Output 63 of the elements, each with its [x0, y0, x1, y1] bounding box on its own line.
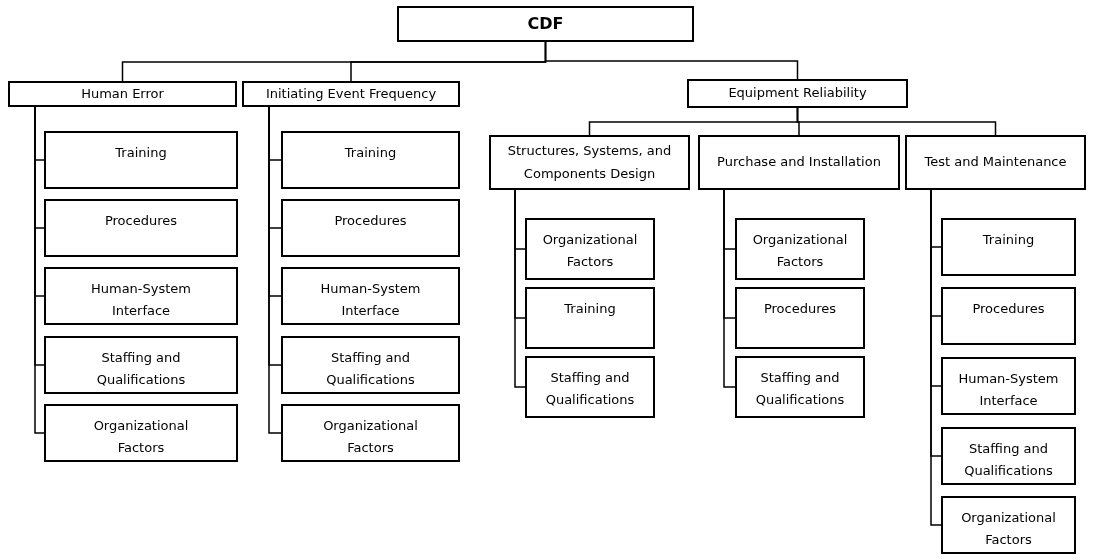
- org-box: [687, 79, 908, 108]
- box-label: Procedures: [763, 300, 837, 318]
- box-label: Human-System Interface: [957, 370, 1060, 411]
- org-box: [525, 218, 655, 280]
- box-label: Staffing and Qualifications: [963, 440, 1054, 481]
- box-label: CDF: [527, 13, 564, 36]
- box-label: Organizational Factors: [322, 417, 419, 458]
- org-box: [242, 81, 460, 107]
- org-box: [698, 135, 900, 190]
- box-label: Structures, Systems, and Components Design: [506, 142, 673, 183]
- org-box: [281, 336, 460, 394]
- connector-line: [514, 189, 526, 388]
- org-box: [525, 356, 655, 418]
- box-label: Staffing and Qualifications: [754, 369, 846, 410]
- box-label: Organizational Factors: [960, 509, 1057, 550]
- connector-line: [796, 107, 997, 136]
- org-box: [8, 81, 237, 107]
- org-box: [735, 287, 865, 349]
- box-label: Staffing and Qualifications: [95, 349, 187, 390]
- box-label: Organizational Factors: [92, 417, 190, 458]
- box-label: Staffing and Qualifications: [544, 369, 636, 410]
- org-box: [735, 356, 865, 418]
- connector-line: [930, 189, 942, 526]
- org-box: [281, 131, 460, 189]
- box-label: Human-System Interface: [319, 280, 422, 321]
- box-label: Test and Maintenance: [924, 153, 1067, 172]
- box-label: Procedures: [334, 212, 407, 230]
- org-box: [905, 135, 1086, 190]
- box-label: Human-System Interface: [89, 280, 193, 321]
- box-label: Organizational Factors: [751, 231, 849, 272]
- org-box: [44, 131, 238, 189]
- box-label: Initiating Event Frequency: [265, 84, 437, 103]
- org-box: [281, 267, 460, 325]
- box-label: Organizational Factors: [541, 231, 639, 272]
- box-label: Training: [344, 144, 397, 162]
- org-box: [281, 404, 460, 462]
- org-box: [735, 218, 865, 280]
- org-box: [941, 218, 1076, 276]
- org-box: [44, 404, 238, 462]
- org-box: [941, 496, 1076, 554]
- box-label: Staffing and Qualifications: [325, 349, 416, 390]
- org-box: [941, 357, 1076, 415]
- org-box: [941, 287, 1076, 345]
- org-box: [44, 267, 238, 325]
- connector-line: [34, 106, 45, 434]
- box-label: Training: [982, 231, 1035, 249]
- box-label: Human Error: [81, 84, 164, 103]
- box-label: Procedures: [104, 212, 178, 230]
- org-box: [525, 287, 655, 349]
- box-label: Procedures: [972, 300, 1045, 318]
- org-box: [44, 336, 238, 394]
- org-box: [281, 199, 460, 257]
- box-label: Training: [564, 300, 616, 318]
- connector-line: [544, 41, 799, 80]
- org-box: [44, 199, 238, 257]
- org-box: [397, 6, 694, 42]
- org-box: [941, 427, 1076, 485]
- connector-line: [268, 106, 282, 434]
- box-label: Equipment Reliability: [728, 84, 867, 103]
- org-box: [489, 135, 690, 190]
- box-label: Training: [115, 144, 167, 162]
- box-label: Purchase and Installation: [717, 153, 881, 172]
- connector-line: [723, 189, 736, 388]
